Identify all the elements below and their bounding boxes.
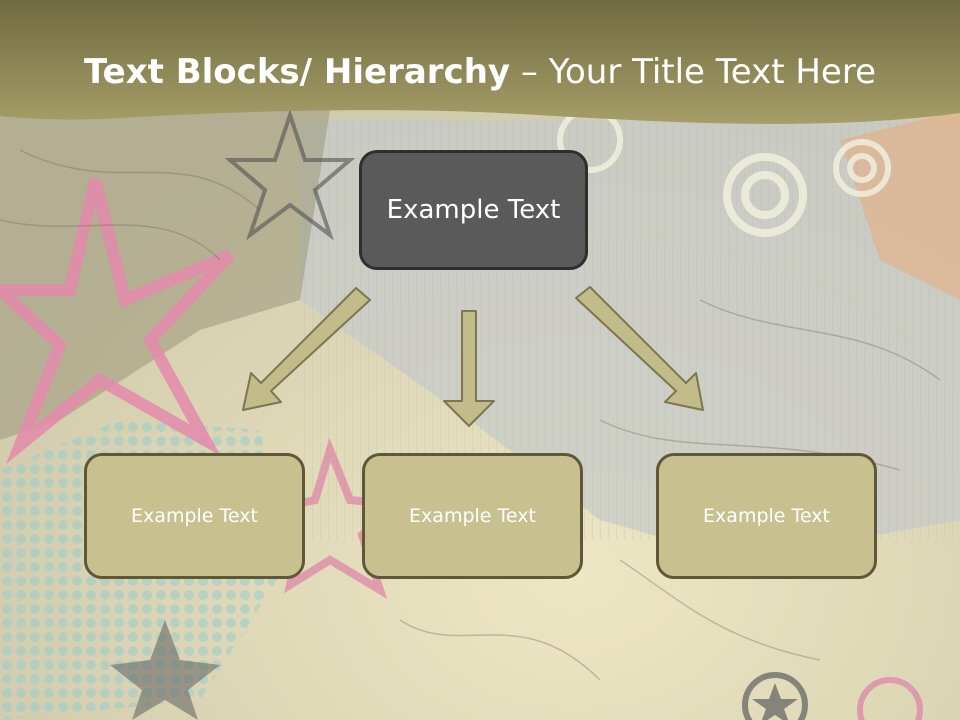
child-block-1[interactable]: Example Text [84,453,305,579]
slide-title-bold: Text Blocks/ Hierarchy [83,52,511,92]
top-block[interactable]: Example Text [359,150,588,270]
child-block-3[interactable]: Example Text [656,453,877,579]
arrow-left-icon [242,287,371,411]
arrow-right-icon [575,286,704,411]
slide-title-rest: – Your Title Text Here [510,52,876,92]
slide-title: Text Blocks/ Hierarchy – Your Title Text… [0,52,960,92]
child-block-2[interactable]: Example Text [362,453,583,579]
arrow-down-icon [443,310,495,427]
